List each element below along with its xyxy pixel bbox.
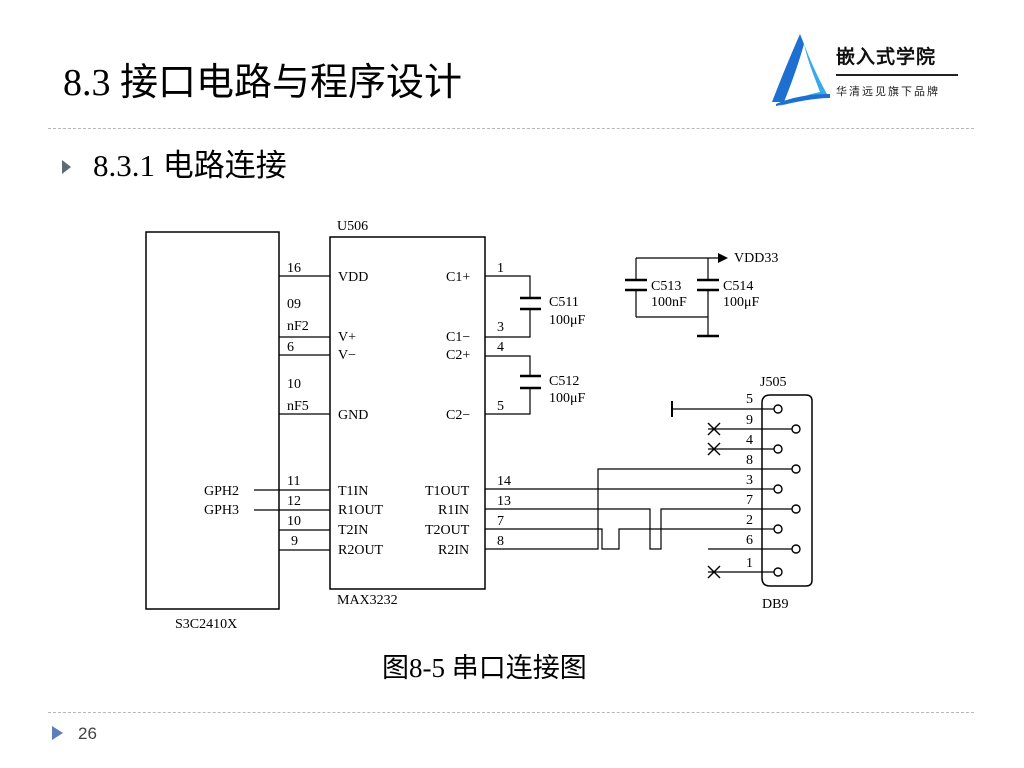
pin-num-gnd-a: 10 <box>287 377 301 392</box>
pin-num-r2in: 8 <box>497 534 504 549</box>
brand-logo: 嵌入式学院 华清远见旗下品牌 <box>770 32 980 112</box>
pin-name-r1out: R1OUT <box>338 503 384 518</box>
vdd33-arrow-icon <box>718 253 728 263</box>
db9-pin-9: 9 <box>746 413 753 428</box>
slide-title: 8.3 接口电路与程序设计 <box>63 62 463 104</box>
pin-name-r2in: R2IN <box>438 543 469 558</box>
capacitor-c512 <box>520 374 541 390</box>
logo-mark-icon <box>772 34 830 106</box>
footer-divider <box>48 712 974 713</box>
db9-pin-7: 7 <box>746 493 753 508</box>
pin-name-t1in: T1IN <box>338 484 368 499</box>
pin-num-r2out: 9 <box>291 534 298 549</box>
charge-pump-wires <box>485 275 531 415</box>
pin-name-r2out: R2OUT <box>338 543 384 558</box>
c511-ref: C511 <box>549 295 579 310</box>
pin-name-gnd: GND <box>338 408 368 423</box>
c512-value: 100μF <box>549 391 586 406</box>
pin-num-t1in: 11 <box>287 474 300 489</box>
signal-gph2: GPH2 <box>204 484 239 499</box>
pin-name-t2out: T2OUT <box>425 523 470 538</box>
capacitor-c511 <box>520 296 541 311</box>
db9-pin-2: 2 <box>746 513 753 528</box>
pin-num-t2out: 7 <box>497 514 504 529</box>
pin-name-r1in: R1IN <box>438 503 469 518</box>
c514-ref: C514 <box>723 279 753 294</box>
c512-ref: C512 <box>549 374 579 389</box>
serial-signal-wires <box>485 468 762 550</box>
chip-ref: U506 <box>337 219 368 234</box>
pin-num-gnd-b: nF5 <box>287 399 309 414</box>
c513-value: 100nF <box>651 295 687 310</box>
pin-num-r1out: 12 <box>287 494 301 509</box>
figure-caption: 图8-5 串口连接图 <box>382 653 587 683</box>
pin-num-c1minus: 3 <box>497 320 504 335</box>
db9-pin-3: 3 <box>746 473 753 488</box>
db9-shell <box>761 394 813 587</box>
pin-num-c1plus: 1 <box>497 261 504 276</box>
pin-num-t1out: 14 <box>497 474 511 489</box>
pin-num-vplus-b: nF2 <box>287 319 309 334</box>
footer-arrow-icon <box>52 726 63 740</box>
logo-divider <box>836 74 958 76</box>
db9-pin-1: 1 <box>746 556 753 571</box>
connector-type: DB9 <box>762 597 788 612</box>
connector-ref: J505 <box>760 375 786 390</box>
pin-name-t2in: T2IN <box>338 523 368 538</box>
pin-num-vminus: 6 <box>287 340 294 355</box>
pin-name-vplus: V+ <box>338 330 356 345</box>
pin-num-c2plus: 4 <box>497 340 504 355</box>
chip-block <box>329 236 486 590</box>
pin-num-r1in: 13 <box>497 494 511 509</box>
bullet-icon <box>62 160 71 174</box>
cpu-label: S3C2410X <box>175 617 237 632</box>
chip-part: MAX3232 <box>337 593 398 608</box>
decoupling-wires <box>635 257 718 335</box>
capacitor-c514 <box>697 278 719 292</box>
db9-pin-circles <box>773 404 801 577</box>
pin-name-c2plus: C2+ <box>446 348 470 363</box>
signal-gph3: GPH3 <box>204 503 239 518</box>
cpu-block <box>145 231 280 610</box>
db9-pin-8: 8 <box>746 453 753 468</box>
pin-name-c1plus: C1+ <box>446 270 470 285</box>
db9-pin-5: 5 <box>746 392 753 407</box>
db9-pin-6: 6 <box>746 533 753 548</box>
pin-name-vminus: V− <box>338 348 356 363</box>
power-net-label: VDD33 <box>734 251 778 266</box>
pin-num-vdd: 16 <box>287 261 301 276</box>
left-pin-wires <box>254 275 330 551</box>
pin-num-c2minus: 5 <box>497 399 504 414</box>
page-number: 26 <box>78 724 97 743</box>
pin-name-vdd: VDD <box>338 270 368 285</box>
pin-num-t2in: 10 <box>287 514 301 529</box>
logo-name: 嵌入式学院 <box>836 46 937 68</box>
capacitor-c513 <box>625 278 647 292</box>
pin-name-t1out: T1OUT <box>425 484 470 499</box>
pin-name-c1minus: C1− <box>446 330 470 345</box>
c513-ref: C513 <box>651 279 681 294</box>
c514-value: 100μF <box>723 295 760 310</box>
c511-value: 100μF <box>549 313 586 328</box>
section-heading-text: 8.3.1 电路连接 <box>93 148 287 183</box>
db9-pin-leads <box>671 401 792 573</box>
title-divider <box>48 128 974 129</box>
logo-slogan: 华清远见旗下品牌 <box>836 85 940 98</box>
db9-pin-4: 4 <box>746 433 753 448</box>
no-connect-marks <box>707 422 721 579</box>
pin-num-vplus-a: 09 <box>287 297 301 312</box>
pin-name-c2minus: C2− <box>446 408 470 423</box>
